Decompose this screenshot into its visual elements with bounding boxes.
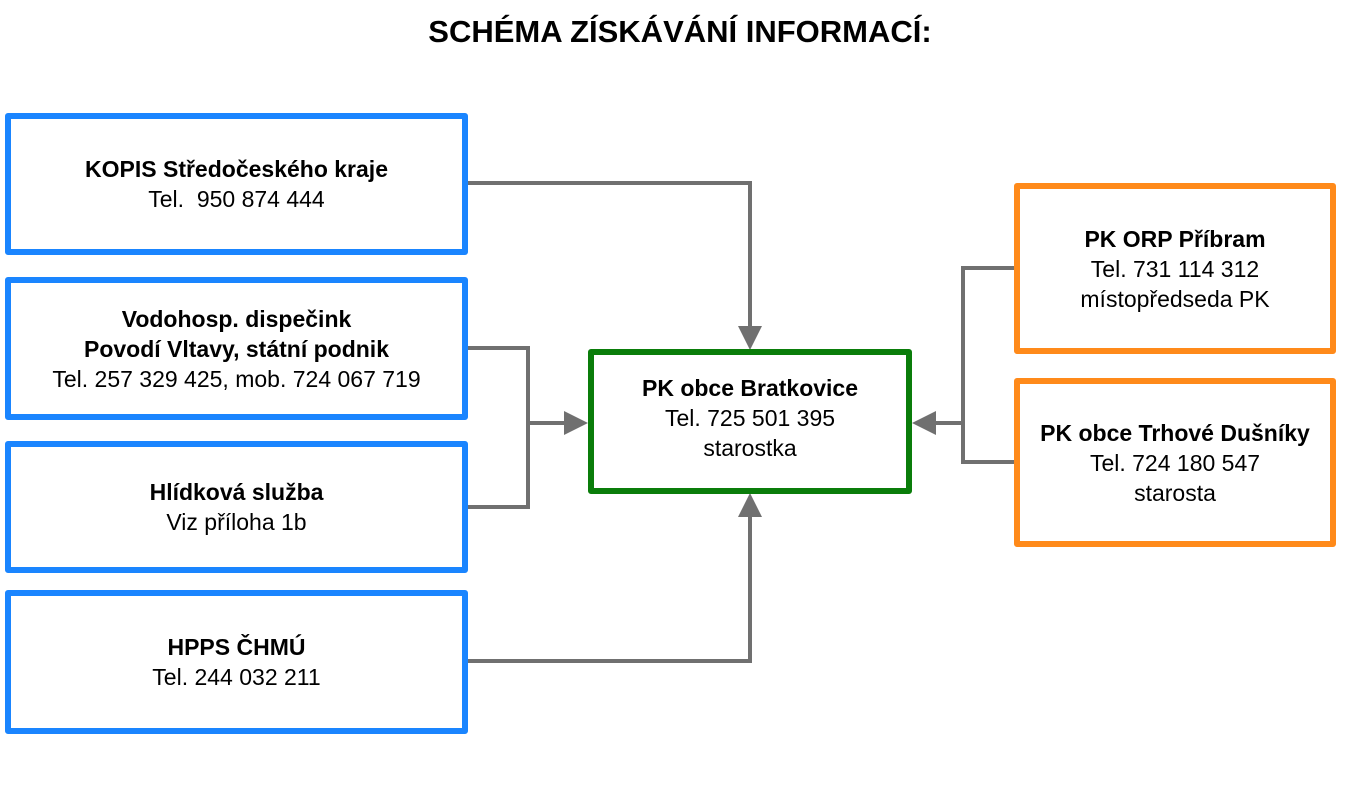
source-note: Viz příloha 1b bbox=[166, 509, 307, 535]
connector-kopis bbox=[468, 181, 762, 350]
source-name: HPPS ČHMÚ bbox=[167, 634, 306, 660]
connector-hpps bbox=[468, 493, 762, 663]
source-phone: Tel. 257 329 425, mob. 724 067 719 bbox=[52, 365, 421, 392]
right-box-orp-pribram: PK ORP Příbram Tel. 731 114 312 místopře… bbox=[1014, 183, 1336, 354]
diagram-title: SCHÉMA ZÍSKÁVÁNÍ INFORMACÍ: bbox=[428, 14, 932, 49]
right-name: PK ORP Příbram bbox=[1084, 225, 1266, 252]
source-phone: Tel. 244 032 211 bbox=[152, 664, 321, 690]
source-box-hpps: HPPS ČHMÚ Tel. 244 032 211 bbox=[5, 590, 468, 734]
connector-right-bracket bbox=[961, 266, 1014, 464]
right-role: místopředseda PK bbox=[1080, 285, 1270, 312]
source-name: KOPIS Středočeského kraje bbox=[85, 156, 388, 182]
source-name-line2: Povodí Vltavy, státní podnik bbox=[83, 335, 389, 362]
source-name: Hlídková služba bbox=[149, 479, 324, 505]
source-name: Vodohosp. dispečink bbox=[121, 305, 352, 332]
connector-vodohosp-hlidkova bbox=[468, 346, 530, 509]
right-phone: Tel. 731 114 312 bbox=[1090, 255, 1260, 282]
center-box-bratkovice: PK obce Bratkovice Tel. 725 501 395 star… bbox=[588, 349, 912, 494]
source-box-vodohosp: Vodohosp. dispečink Povodí Vltavy, státn… bbox=[5, 277, 468, 420]
source-box-kopis: KOPIS Středočeského kraje Tel. 950 874 4… bbox=[5, 113, 468, 255]
right-phone: Tel. 724 180 547 bbox=[1089, 449, 1261, 476]
center-phone: Tel. 725 501 395 bbox=[664, 405, 836, 431]
source-phone: Tel. 950 874 444 bbox=[148, 186, 325, 212]
center-role: starostka bbox=[703, 435, 797, 461]
right-name: PK obce Trhové Dušníky bbox=[1040, 419, 1310, 446]
center-name: PK obce Bratkovice bbox=[641, 375, 859, 401]
right-role: starosta bbox=[1134, 479, 1216, 506]
right-box-trhove-dusniky: PK obce Trhové Dušníky Tel. 724 180 547 … bbox=[1014, 378, 1336, 547]
source-box-hlidkova: Hlídková služba Viz příloha 1b bbox=[5, 441, 468, 573]
